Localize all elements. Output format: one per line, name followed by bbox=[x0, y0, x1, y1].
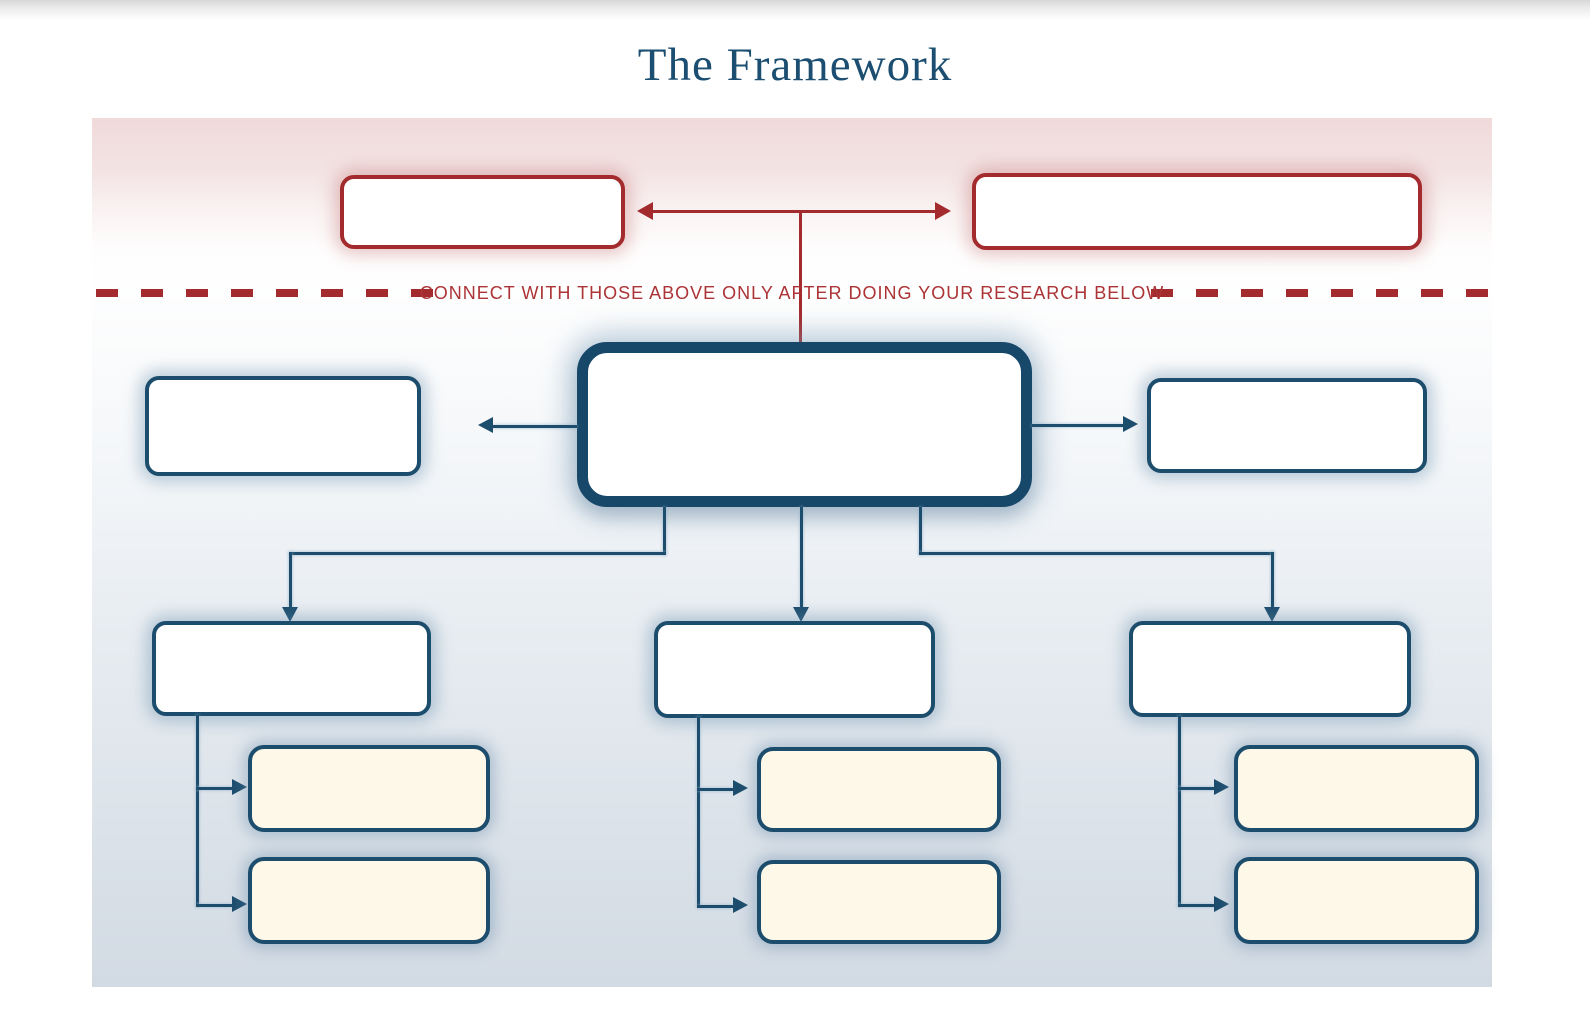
top-right-red-box bbox=[972, 173, 1422, 250]
group-1-branch-2-shaft bbox=[196, 904, 232, 907]
page-top-shadow bbox=[0, 0, 1590, 20]
connector-left-elbow-horizontal bbox=[289, 552, 666, 555]
top-double-arrow-shaft bbox=[651, 210, 935, 213]
connector-left-exit-vertical bbox=[663, 507, 666, 555]
group-2-branch-1-shaft bbox=[697, 788, 733, 791]
divider-label: CONNECT WITH THOSE ABOVE ONLY AFTER DOIN… bbox=[419, 283, 1165, 303]
center-vertical-red-line bbox=[799, 211, 802, 342]
group-2-child-1-box bbox=[757, 747, 1001, 832]
page-title: The Framework bbox=[637, 39, 953, 91]
arrow-to-mid-left-shaft bbox=[493, 425, 577, 428]
connector-center-arrow-head-icon bbox=[793, 607, 809, 622]
group-1-parent-box bbox=[152, 621, 431, 716]
divider-dashes-left bbox=[96, 289, 433, 297]
top-left-red-box bbox=[340, 175, 625, 249]
connector-center-drop-vertical bbox=[800, 507, 803, 608]
group-3-connector-vertical bbox=[1178, 716, 1181, 907]
group-2-parent-box bbox=[654, 621, 935, 718]
top-double-arrow-right-head-icon bbox=[935, 202, 951, 220]
arrow-to-mid-right-shaft bbox=[1032, 424, 1123, 427]
connector-right-arrow-head-icon bbox=[1264, 607, 1280, 622]
center-main-box bbox=[577, 342, 1032, 507]
group-2-branch-2-head-icon bbox=[733, 897, 748, 913]
mid-right-box bbox=[1147, 378, 1427, 473]
group-3-branch-1-shaft bbox=[1178, 787, 1214, 790]
connector-right-drop-vertical bbox=[1271, 552, 1274, 608]
connector-right-elbow-horizontal bbox=[919, 552, 1274, 555]
group-1-branch-2-head-icon bbox=[232, 896, 247, 912]
group-1-child-2-box bbox=[248, 857, 490, 944]
group-3-child-1-box bbox=[1234, 745, 1479, 832]
group-2-child-2-box bbox=[757, 860, 1001, 944]
group-2-branch-1-head-icon bbox=[733, 780, 748, 796]
group-2-connector-vertical bbox=[697, 717, 700, 907]
group-3-branch-1-head-icon bbox=[1214, 779, 1229, 795]
group-3-branch-2-head-icon bbox=[1214, 896, 1229, 912]
connector-right-exit-vertical bbox=[919, 507, 922, 555]
arrow-to-mid-left-head-icon bbox=[478, 417, 493, 433]
group-1-branch-1-head-icon bbox=[232, 779, 247, 795]
mid-left-box bbox=[145, 376, 421, 476]
group-1-branch-1-shaft bbox=[196, 787, 232, 790]
group-1-connector-vertical bbox=[196, 715, 199, 907]
connector-left-arrow-head-icon bbox=[282, 607, 298, 622]
top-double-arrow-left-head-icon bbox=[637, 202, 653, 220]
arrow-to-mid-right-head-icon bbox=[1123, 416, 1138, 432]
framework-diagram-panel: CONNECT WITH THOSE ABOVE ONLY AFTER DOIN… bbox=[92, 118, 1492, 987]
divider-dashes-right bbox=[1151, 289, 1488, 297]
group-3-child-2-box bbox=[1234, 857, 1479, 944]
group-3-parent-box bbox=[1129, 621, 1411, 717]
connector-left-drop-vertical bbox=[289, 552, 292, 608]
group-3-branch-2-shaft bbox=[1178, 904, 1214, 907]
group-2-branch-2-shaft bbox=[697, 905, 733, 908]
group-1-child-1-box bbox=[248, 745, 490, 832]
